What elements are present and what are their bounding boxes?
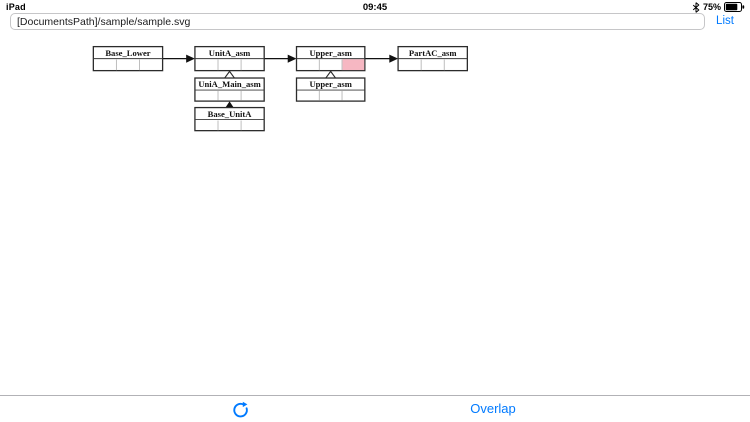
node-label: UniA_Main_asm: [198, 79, 260, 89]
node-base-unita[interactable]: Base_UnitA: [194, 106, 265, 132]
svg-diagram-canvas: Base_Lower UnitA_asm Upper_asm PartAC_as…: [92, 45, 468, 132]
battery-icon: [724, 2, 745, 12]
bluetooth-icon: [692, 1, 700, 13]
battery-percent: 75%: [702, 2, 721, 12]
status-right-cluster: 75%: [692, 1, 745, 13]
refresh-icon[interactable]: [231, 400, 250, 419]
node-partac-asm[interactable]: PartAC_asm: [397, 45, 468, 72]
edge-uniamain-unita: [223, 70, 236, 79]
node-label: Upper_asm: [309, 79, 351, 89]
node-base-lower[interactable]: Base_Lower: [92, 45, 164, 72]
node-upper-asm[interactable]: Upper_asm: [295, 45, 366, 72]
file-path-field[interactable]: [10, 13, 705, 30]
edge-upper-partac: [364, 54, 399, 63]
node-unita-asm[interactable]: UnitA_asm: [194, 45, 265, 72]
clock: 09:45: [362, 1, 388, 13]
edge-unita-upper: [264, 54, 297, 63]
node-label: PartAC_asm: [409, 48, 457, 58]
status-bar: iPad 09:45 75%: [0, 0, 750, 14]
node-label: Base_Lower: [105, 48, 150, 58]
edge-upperlower-upper: [324, 70, 337, 79]
edge-baselower-unita: [162, 54, 195, 63]
device-label: iPad: [6, 2, 26, 12]
node-label: Base_UnitA: [208, 109, 253, 119]
diagram-edges: [162, 54, 399, 108]
node-label: Upper_asm: [309, 48, 351, 58]
bottom-toolbar: Overlap: [0, 395, 750, 422]
highlighted-cell[interactable]: [342, 59, 365, 71]
list-button[interactable]: List: [716, 15, 734, 27]
node-upper-asm-2[interactable]: Upper_asm: [295, 77, 366, 102]
edge-baseunita-uniamain: [225, 101, 234, 108]
overlap-button[interactable]: Overlap: [470, 401, 516, 416]
node-label: UnitA_asm: [209, 48, 250, 58]
node-unia-main-asm[interactable]: UniA_Main_asm: [194, 77, 265, 102]
